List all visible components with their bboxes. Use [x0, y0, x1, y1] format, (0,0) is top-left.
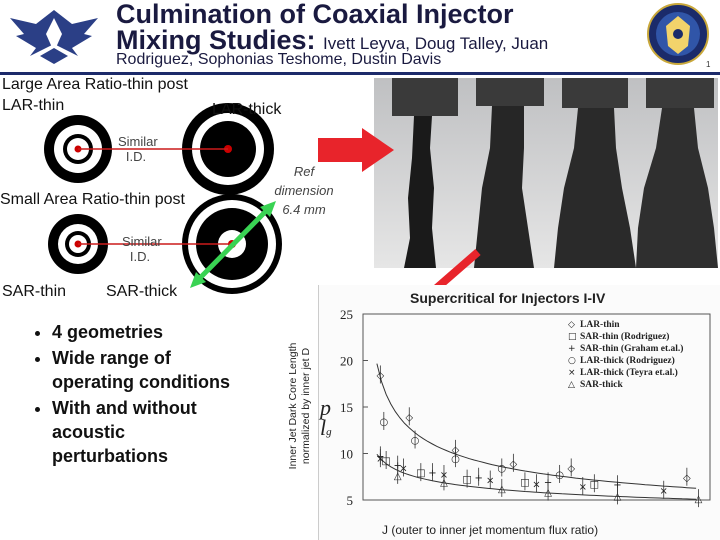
y-tick-label: 15 [340, 400, 353, 415]
y-tick-label: 20 [340, 354, 353, 369]
page-number: 1 [706, 60, 711, 69]
data-point: × [399, 463, 407, 474]
data-point: ○ [497, 463, 506, 474]
data-point: △ [394, 471, 402, 482]
authors-line2: Rodriguez, Sophonias Teshome, Dustin Dav… [116, 51, 442, 68]
data-point: × [579, 482, 587, 493]
ref-dimension-arrow [190, 201, 276, 288]
page-title-line1: Culmination of Coaxial Injector [116, 0, 514, 29]
jet-photo-strip [374, 78, 718, 268]
data-point: △ [544, 488, 552, 499]
legend-marker: + [568, 344, 576, 354]
data-point: + [474, 473, 482, 484]
legend-entry: LAR-thin [580, 320, 620, 330]
data-point: ○ [379, 417, 388, 428]
header-rule [0, 72, 720, 75]
jet-photo-4 [636, 78, 718, 268]
legend-entry: SAR-thick [580, 380, 623, 390]
sar-thick-label: SAR-thick [106, 283, 178, 300]
data-point: △ [498, 484, 506, 495]
data-point: △ [440, 477, 448, 488]
legend-entry: SAR-thin (Graham et.al.) [580, 343, 683, 354]
page-title-line2: Mixing Studies: Ivett Leyva, Doug Talley… [116, 25, 549, 55]
data-point: + [428, 468, 436, 479]
data-point: × [376, 454, 384, 465]
y-tick-label: 10 [340, 447, 353, 462]
data-point: □ [520, 477, 529, 488]
data-point: ○ [451, 454, 460, 465]
legend-entry: LAR-thick (Rodriguez) [580, 355, 675, 366]
legend-marker: △ [568, 380, 575, 390]
legend-marker: □ [568, 332, 577, 342]
data-point: + [613, 480, 621, 491]
chart-xlabel: J (outer to inner jet momentum flux rati… [382, 523, 599, 537]
authors-line1: Ivett Leyva, Doug Talley, Juan [323, 34, 549, 53]
lar-thin-title: Large Area Ratio-thin post [2, 76, 188, 93]
bullet-item: With and without acoustic perturbations [52, 396, 242, 468]
sar-thin-injector-icon [48, 214, 108, 274]
data-point: △ [695, 494, 703, 505]
data-point: ○ [555, 470, 564, 481]
bullet-list: 4 geometries Wide range of operating con… [22, 320, 242, 470]
data-point: ◇ [510, 459, 518, 470]
data-point: ◇ [376, 370, 384, 381]
sar-thin-title: Small Area Ratio-thin post [0, 191, 185, 208]
ref-dimension-label: Ref dimension 6.4 mm [274, 164, 334, 217]
data-point: △ [614, 491, 622, 502]
afrl-shield-logo [647, 3, 709, 65]
lar-thin-label: LAR-thin [2, 97, 65, 114]
chart-title: Supercritical for Injectors I-IV [410, 290, 606, 306]
jet-photo-1 [392, 78, 458, 268]
y-tick-label: 25 [340, 307, 353, 322]
y-tick-label: 5 [347, 493, 354, 508]
data-point: × [660, 486, 668, 497]
sar-thin-label: SAR-thin [2, 283, 67, 300]
data-point: × [486, 476, 494, 487]
data-point: ◇ [405, 412, 413, 423]
data-point: ◇ [683, 473, 691, 484]
similar-id-label-bottom: Similar I.D. [122, 234, 162, 264]
legend-entry: SAR-thin (Rodriguez) [580, 331, 669, 342]
legend-marker: ◇ [568, 320, 575, 330]
red-arrow-right [318, 128, 394, 172]
legend-marker: × [568, 368, 576, 378]
jet-photo-2 [474, 78, 544, 268]
data-point: ○ [411, 436, 420, 447]
fit-curve-upper [376, 363, 697, 489]
injector-schematic [44, 103, 282, 294]
air-force-wings-logo [10, 10, 98, 64]
similar-id-label-top: Similar I.D. [118, 134, 158, 164]
bullet-item: 4 geometries [52, 320, 242, 344]
data-point: □ [381, 456, 390, 467]
data-point: × [532, 479, 540, 490]
chart-ylabel: Inner Jet Dark Core Length normalized by… [287, 342, 312, 470]
data-point: □ [462, 475, 471, 486]
bullet-item: Wide range of operating conditions [52, 346, 242, 394]
jet-photo-3 [554, 78, 636, 268]
data-point: □ [590, 479, 599, 490]
legend-entry: LAR-thick (Teyra et.al.) [580, 367, 678, 378]
data-point: ◇ [567, 463, 575, 474]
data-point: □ [416, 468, 425, 479]
legend-marker: ○ [568, 356, 576, 366]
lar-thick-label: LAR-thick [212, 101, 282, 118]
